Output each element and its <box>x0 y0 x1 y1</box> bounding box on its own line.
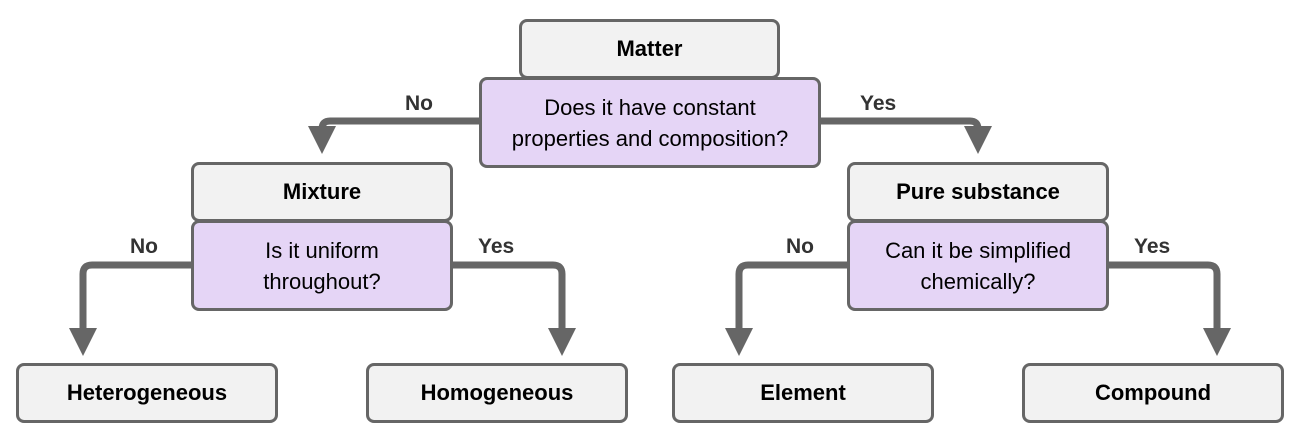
pure-yes-label: Yes <box>1134 235 1171 258</box>
pure-substance-question-node: Can it be simplified chemically? <box>847 220 1109 311</box>
edge-pure-no <box>725 261 848 356</box>
matter-question-line-1: Does it have constant <box>544 94 756 120</box>
pure-question-line-2: chemically? <box>920 268 1036 294</box>
root-yes-label: Yes <box>860 92 897 115</box>
pure-question-line-1: Can it be simplified <box>885 237 1071 263</box>
compound-node: Compound <box>1022 363 1284 423</box>
matter-node: Matter <box>519 19 780 79</box>
element-node: Element <box>672 363 934 423</box>
mixture-question-line-2: throughout? <box>263 268 381 294</box>
root-no-label: No <box>405 92 433 115</box>
pure-substance-node: Pure substance <box>847 162 1109 222</box>
homogeneous-node: Homogeneous <box>366 363 628 423</box>
heterogeneous-node: Heterogeneous <box>16 363 278 423</box>
mixture-question-node: Is it uniform throughout? <box>191 220 453 311</box>
matter-question-node: Does it have constant properties and com… <box>479 77 821 168</box>
mixture-no-label: No <box>130 235 158 258</box>
edge-mixture-no <box>69 261 192 356</box>
edge-root-yes <box>820 117 992 154</box>
edge-root-no <box>308 117 480 154</box>
matter-question-line-2: properties and composition? <box>511 125 789 151</box>
edge-pure-yes <box>1108 261 1231 356</box>
mixture-question-line-1: Is it uniform <box>265 237 379 263</box>
edge-mixture-yes <box>452 261 576 356</box>
pure-no-label: No <box>786 235 814 258</box>
mixture-yes-label: Yes <box>478 235 515 258</box>
mixture-node: Mixture <box>191 162 453 222</box>
